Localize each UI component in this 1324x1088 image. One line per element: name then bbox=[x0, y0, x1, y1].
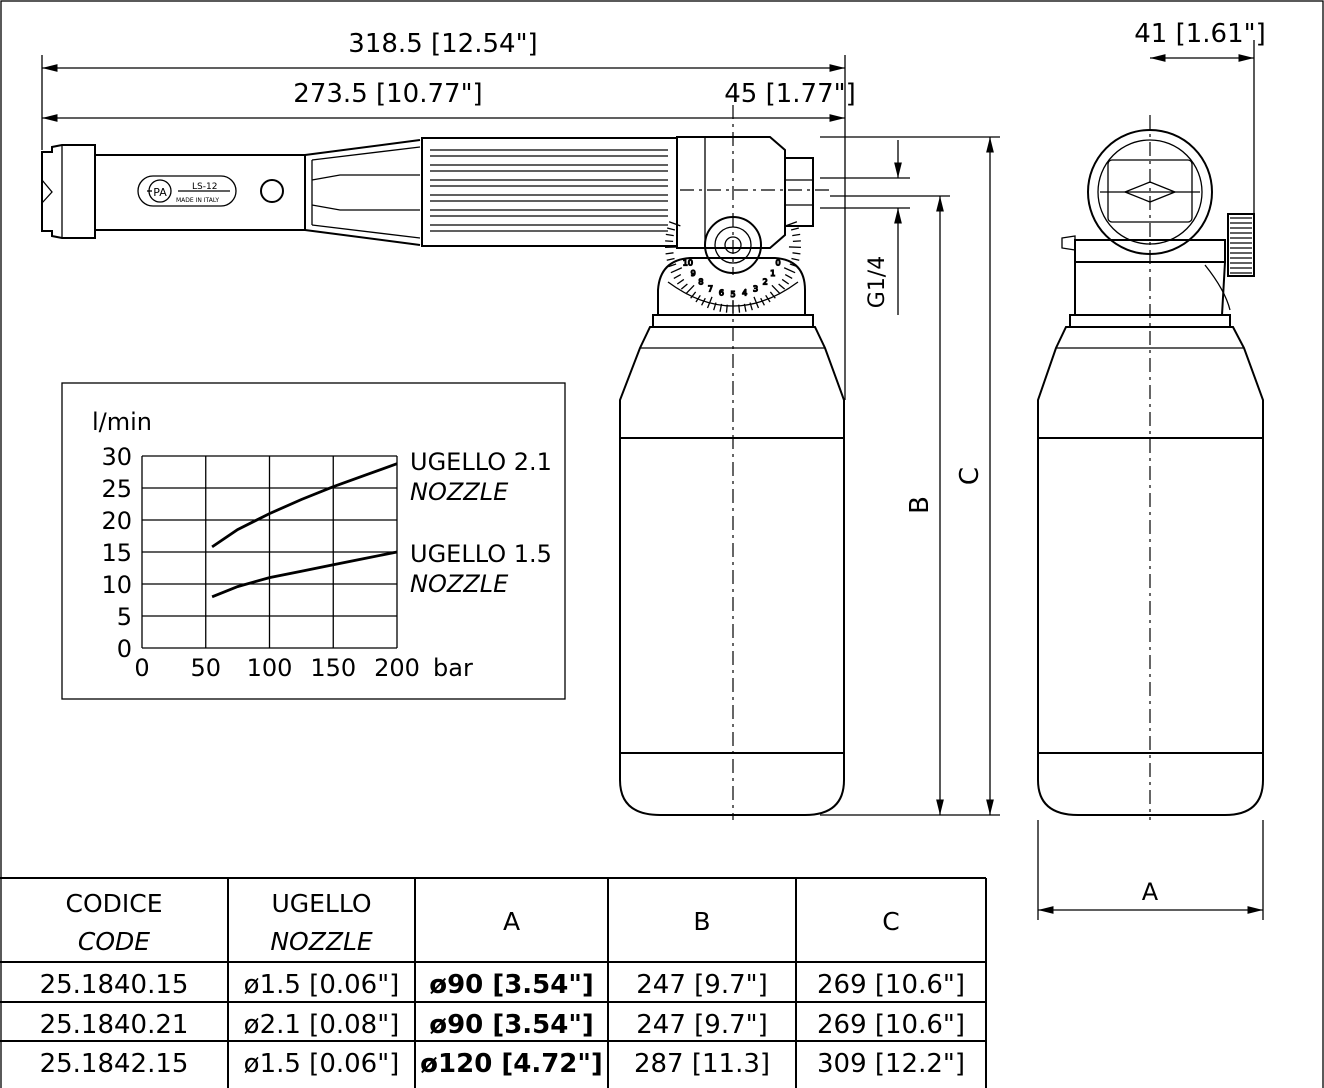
gauge-number: 3 bbox=[753, 284, 758, 293]
top-dimensions: 318.5 [12.54"] 273.5 [10.77"] 45 [1.77"] bbox=[41, 29, 856, 400]
side-offset-dim: 41 [1.61"] bbox=[1134, 19, 1266, 49]
tank-side-view bbox=[1037, 115, 1264, 820]
table-header-sub: CODE bbox=[78, 927, 150, 956]
gauge-number: 6 bbox=[719, 289, 724, 298]
gauge-number: 8 bbox=[698, 278, 703, 287]
gauge-number: 5 bbox=[730, 290, 735, 299]
chart-ytick-label: 30 bbox=[101, 443, 132, 471]
chart-ytick-label: 10 bbox=[101, 571, 132, 599]
table-cell: ø120 [4.72"] bbox=[420, 1049, 603, 1079]
table-cell: 25.1840.21 bbox=[40, 1010, 189, 1040]
model-name: LS-12 bbox=[192, 182, 217, 192]
dim-label-A: A bbox=[1142, 878, 1159, 906]
table-cell: 247 [9.7"] bbox=[636, 1010, 768, 1040]
table-header-main: UGELLO bbox=[271, 889, 371, 918]
tank-front-view bbox=[619, 300, 845, 820]
table-cell: ø1.5 [0.06"] bbox=[244, 970, 400, 1000]
chart-xlabel: bar bbox=[433, 654, 473, 682]
brand-name: PA bbox=[153, 186, 167, 199]
body-length-dim: 273.5 [10.77"] bbox=[293, 79, 482, 109]
chart-xtick-label: 200 bbox=[374, 654, 420, 682]
handle-hole bbox=[260, 179, 284, 203]
table-header-main: B bbox=[693, 907, 710, 936]
chart-series-line-2 bbox=[211, 550, 398, 599]
table-cell: 287 [11.3] bbox=[634, 1049, 770, 1079]
chart-ytick-label: 15 bbox=[101, 539, 132, 567]
gauge-number: 10 bbox=[683, 258, 693, 267]
chart-xtick-label: 0 bbox=[134, 654, 149, 682]
brand-logo bbox=[137, 175, 237, 207]
table-cell: ø2.1 [0.08"] bbox=[244, 1010, 400, 1040]
chart-series-line-1 bbox=[211, 462, 398, 549]
thread-label: G1/4 bbox=[865, 256, 890, 308]
chart-xtick-label: 50 bbox=[190, 654, 221, 682]
table-cell: ø90 [3.54"] bbox=[429, 970, 594, 1000]
series-1-name: UGELLO 2.1 bbox=[410, 448, 552, 476]
gauge-number: 4 bbox=[742, 289, 747, 298]
table-header-main: CODICE bbox=[65, 889, 162, 918]
origin-text: MADE IN ITALY bbox=[176, 197, 219, 204]
table-header-sub: NOZZLE bbox=[270, 927, 373, 956]
side-dimensions: 41 [1.61"] A bbox=[1037, 19, 1266, 920]
table-cell: ø1.5 [0.06"] bbox=[244, 1049, 400, 1079]
dim-label-C: C bbox=[955, 467, 985, 485]
series-2-name-en: NOZZLE bbox=[410, 570, 509, 598]
chart-ytick-label: 25 bbox=[101, 475, 132, 503]
table-cell: 25.1842.15 bbox=[40, 1049, 189, 1079]
code-table: CODICE CODE UGELLO NOZZLE A B C 25.1840.15 ø1.5 … bbox=[0, 877, 987, 1088]
chart-ytick-label: 5 bbox=[117, 603, 132, 631]
gauge-number: 2 bbox=[763, 278, 768, 287]
chart-xtick-label: 150 bbox=[310, 654, 356, 682]
table-header-main: C bbox=[882, 907, 899, 936]
gauge-number: 1 bbox=[770, 269, 775, 278]
gauge-number: 7 bbox=[708, 284, 713, 293]
table-cell: ø90 [3.54"] bbox=[429, 1010, 594, 1040]
overall-length-dim: 318.5 [12.54"] bbox=[348, 29, 537, 59]
chart-ylabel: l/min bbox=[92, 408, 152, 436]
height-dimensions: C B G1/4 bbox=[820, 136, 1000, 816]
gauge-number: 0 bbox=[776, 258, 781, 267]
table-cell: 25.1840.15 bbox=[40, 970, 189, 1000]
series-1-name-en: NOZZLE bbox=[410, 478, 509, 506]
table-cell: 269 [10.6"] bbox=[817, 1010, 965, 1040]
chart-frame bbox=[61, 382, 566, 700]
table-cell: 309 [12.2"] bbox=[817, 1049, 965, 1079]
table-header-main: A bbox=[503, 907, 520, 936]
head-offset-dim: 45 [1.77"] bbox=[724, 79, 856, 109]
chart-xtick-label: 100 bbox=[247, 654, 293, 682]
chart-ytick-label: 0 bbox=[117, 635, 132, 663]
gauge-number: 9 bbox=[691, 269, 696, 278]
dim-label-B: B bbox=[905, 496, 935, 514]
series-2-name: UGELLO 1.5 bbox=[410, 540, 552, 568]
chart-ytick-label: 20 bbox=[101, 507, 132, 535]
table-cell: 269 [10.6"] bbox=[817, 970, 965, 1000]
table-cell: 247 [9.7"] bbox=[636, 970, 768, 1000]
